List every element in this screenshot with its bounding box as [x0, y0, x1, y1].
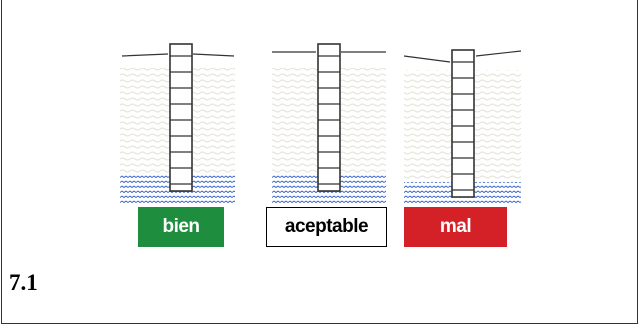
well-scene-good: [120, 43, 235, 203]
figure-number: 7.1: [9, 270, 38, 295]
well-scene-bad: [403, 49, 522, 204]
well-shaft: [169, 43, 193, 192]
label-acceptable: aceptable: [266, 207, 387, 247]
well-scene-acceptable: [272, 43, 386, 203]
ground-line: [121, 53, 235, 57]
label-bad: mal: [404, 207, 507, 247]
well-shaft: [451, 49, 475, 198]
ground-line: [403, 50, 522, 63]
well-shaft: [317, 43, 341, 192]
label-good: bien: [138, 207, 224, 247]
